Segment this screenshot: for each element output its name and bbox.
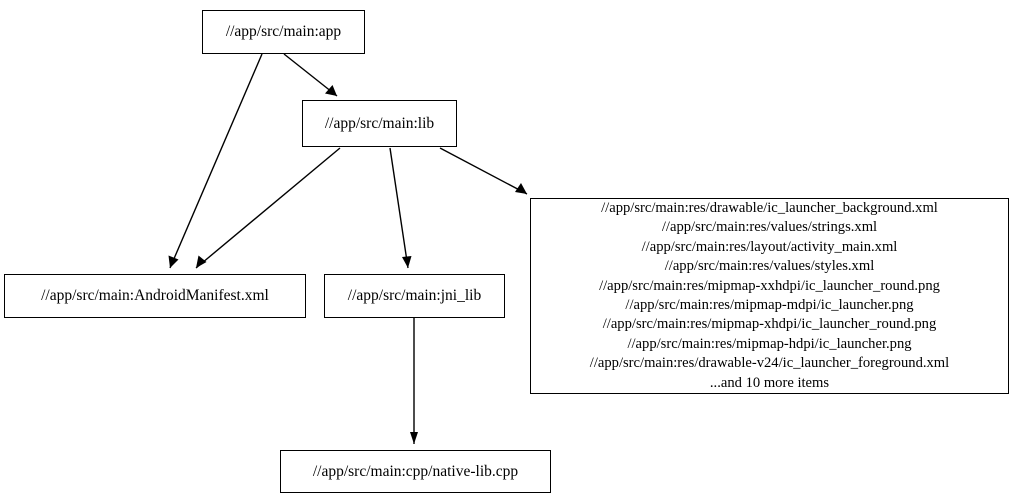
edge-line [439,147,528,195]
graph-node-label: //app/src/main:lib [324,114,435,132]
graph-node-label: //app/src/main:AndroidManifest.xml [41,287,269,305]
graph-node-jni_lib[interactable]: //app/src/main:jni_lib [324,274,505,318]
arrowhead-icon [515,183,527,194]
edge-app-to-lib [283,53,338,97]
graph-node-manifest[interactable]: //app/src/main:AndroidManifest.xml [4,274,306,318]
arrowhead-icon [196,255,207,268]
graph-node-label: //app/src/main:res/drawable/ic_launcher_… [589,199,950,391]
arrowhead-icon [402,256,412,268]
arrowhead-icon [410,432,418,444]
edge-jni_lib-to-native_lib [410,318,418,444]
edge-line [389,147,409,269]
edge-lib-to-manifest [195,147,341,269]
edge-line [195,147,341,269]
edge-lib-to-resources [439,147,528,195]
edge-lib-to-jni_lib [389,147,412,269]
edge-line [169,53,263,269]
edge-app-to-manifest [168,53,263,269]
graph-node-label: //app/src/main:cpp/native-lib.cpp [312,462,519,480]
arrowhead-icon [168,255,179,268]
graph-node-label: //app/src/main:jni_lib [347,287,482,305]
graph-node-app[interactable]: //app/src/main:app [202,10,365,54]
graph-node-resources[interactable]: //app/src/main:res/drawable/ic_launcher_… [530,198,1009,394]
edge-line [283,53,338,97]
graph-node-native_lib[interactable]: //app/src/main:cpp/native-lib.cpp [280,450,551,493]
graph-node-lib[interactable]: //app/src/main:lib [302,100,457,147]
arrowhead-icon [325,85,337,96]
graph-node-label: //app/src/main:app [225,23,342,41]
